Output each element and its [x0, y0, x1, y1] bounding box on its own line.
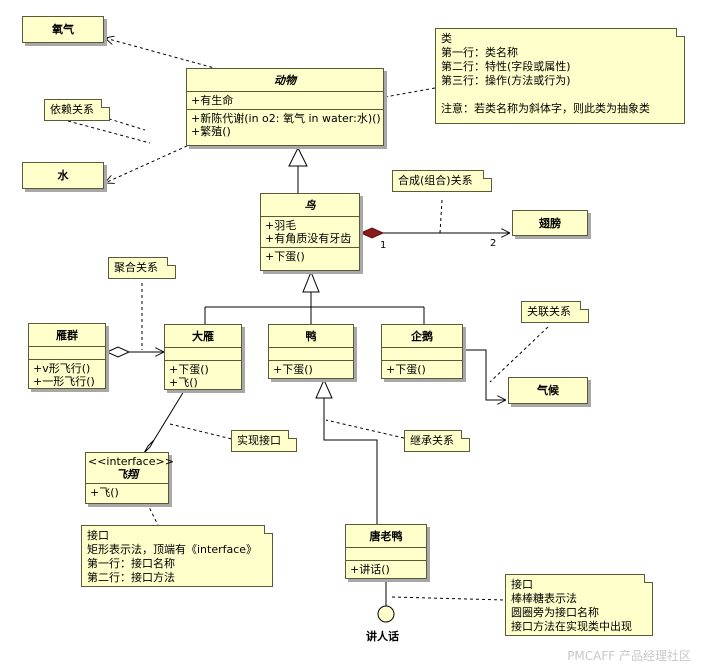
- inherit-arrow-duck: [315, 378, 333, 399]
- note-link-dependency: [102, 116, 146, 131]
- class-name: 翅膀: [539, 217, 561, 230]
- attribute: +羽毛: [265, 219, 297, 232]
- dependency-line-oxygen: [105, 38, 219, 70]
- class-attributes: [29, 347, 105, 360]
- class-name: 水: [57, 169, 69, 182]
- attribute: +有角质没有牙齿: [265, 232, 352, 245]
- lollipop-circle: [377, 605, 395, 623]
- interface-header: <<interface>> 飞翔: [86, 453, 174, 484]
- note-aggregation: 聚合关系: [108, 257, 176, 279]
- note-dependency: 依赖关系: [44, 99, 110, 121]
- operation: +繁殖(): [191, 125, 231, 138]
- operation: +v形飞行(): [33, 362, 91, 375]
- note-implement: 实现接口: [231, 430, 297, 452]
- operation: +飞(): [169, 376, 198, 389]
- class-wild-goose[interactable]: 大雁 +下蛋() +飞(): [164, 324, 242, 390]
- note-class-info: 类 第一行：类名称 第二行：特性(字段或属性) 第三行：操作(方法或行为) 注意…: [435, 28, 685, 124]
- class-name: 鸭: [269, 325, 353, 348]
- class-climate[interactable]: 气候: [508, 377, 588, 404]
- class-operations: +下蛋(): [382, 361, 462, 378]
- operation: +飞(): [90, 486, 119, 499]
- class-attributes: [346, 548, 426, 561]
- class-name: 鸟: [261, 194, 359, 217]
- note-link-dependency-2: [67, 120, 151, 144]
- operation: +一形飞行(): [33, 375, 95, 388]
- stereotype: <<interface>>: [88, 455, 174, 468]
- realization-line: [153, 390, 185, 441]
- note-link-composition: [439, 199, 443, 234]
- note-inherit: 继承关系: [404, 430, 470, 452]
- note-interface-rect: 接口 矩形表示法，顶端有《interface》 第一行：接口名称 第二行：接口方…: [81, 525, 273, 587]
- note-interface-lollipop: 接口 棒棒糖表示法 圆圈旁为接口名称 接口方法在实现类中出现: [505, 574, 653, 636]
- class-attributes: [382, 348, 462, 361]
- class-name: 氧气: [52, 23, 74, 36]
- class-attributes: [165, 348, 241, 361]
- class-goose-flock[interactable]: 雁群 +v形飞行() +一形飞行(): [28, 323, 106, 389]
- inherit-arrow-bird: [302, 270, 320, 293]
- class-operations: +下蛋() +飞(): [165, 361, 241, 391]
- class-wing[interactable]: 翅膀: [512, 210, 588, 236]
- class-operations: +下蛋(): [261, 248, 359, 265]
- class-attributes: +有生命: [187, 92, 383, 110]
- note-link-iface-rect: [146, 502, 159, 526]
- operation: +下蛋(): [386, 363, 426, 376]
- operation: +下蛋(): [273, 363, 313, 376]
- note-link-inherit: [325, 419, 405, 439]
- class-name: 大雁: [165, 325, 241, 348]
- multiplicity-wing: 2: [490, 238, 497, 249]
- class-bird[interactable]: 鸟 +羽毛 +有角质没有牙齿 +下蛋(): [260, 193, 360, 271]
- note-link-association: [489, 326, 549, 383]
- operation: +下蛋(): [169, 363, 209, 376]
- interface-operations: +飞(): [86, 484, 168, 501]
- class-duck[interactable]: 鸭 +下蛋(): [268, 324, 354, 379]
- note-link-implement: [169, 423, 237, 441]
- note-link-class-info: [384, 87, 436, 98]
- class-name: 企鹅: [382, 325, 462, 348]
- composition-diamond: [359, 227, 385, 239]
- class-operations: +下蛋(): [269, 361, 353, 378]
- class-water[interactable]: 水: [22, 162, 104, 189]
- class-name: 气候: [537, 384, 559, 397]
- note-composition: 合成(组合)关系: [392, 170, 492, 192]
- association-line: [463, 349, 506, 400]
- class-attributes: +羽毛 +有角质没有牙齿: [261, 217, 359, 248]
- multiplicity-bird: 1: [380, 240, 387, 251]
- operation: +下蛋(): [265, 250, 305, 263]
- note-link-iface-lollipop: [391, 596, 506, 601]
- note-association: 关联关系: [521, 301, 589, 323]
- operation: +新陈代谢(in o2: 氧气 in water:水)(): [191, 112, 381, 125]
- class-name: 动物: [187, 69, 383, 92]
- interface-fly[interactable]: <<interface>> 飞翔 +飞(): [85, 452, 174, 504]
- class-operations: +新陈代谢(in o2: 氧气 in water:水)() +繁殖(): [187, 110, 383, 140]
- class-oxygen[interactable]: 氧气: [22, 16, 104, 43]
- class-donald-duck[interactable]: 唐老鸭 +讲话(): [345, 524, 427, 579]
- class-penguin[interactable]: 企鹅 +下蛋(): [381, 324, 463, 379]
- interface-name: 飞翔: [116, 468, 138, 481]
- class-name: 唐老鸭: [346, 525, 426, 548]
- attribute: +有生命: [191, 94, 234, 107]
- operation: +讲话(): [350, 563, 390, 576]
- class-name: 雁群: [29, 324, 105, 347]
- lollipop-interface-name: 讲人话: [366, 630, 399, 643]
- class-operations: +v形飞行() +一形飞行(): [29, 360, 105, 390]
- inherit-line-donald-duck: [323, 398, 378, 524]
- class-attributes: [269, 348, 353, 361]
- watermark: PMCAFF 产品经理社区: [567, 649, 691, 663]
- inherit-arrow-animal: [288, 146, 308, 167]
- class-animal[interactable]: 动物 +有生命 +新陈代谢(in o2: 氧气 in water:水)() +繁…: [186, 68, 384, 146]
- aggregation-diamond: [105, 346, 131, 358]
- class-operations: +讲话(): [346, 561, 426, 578]
